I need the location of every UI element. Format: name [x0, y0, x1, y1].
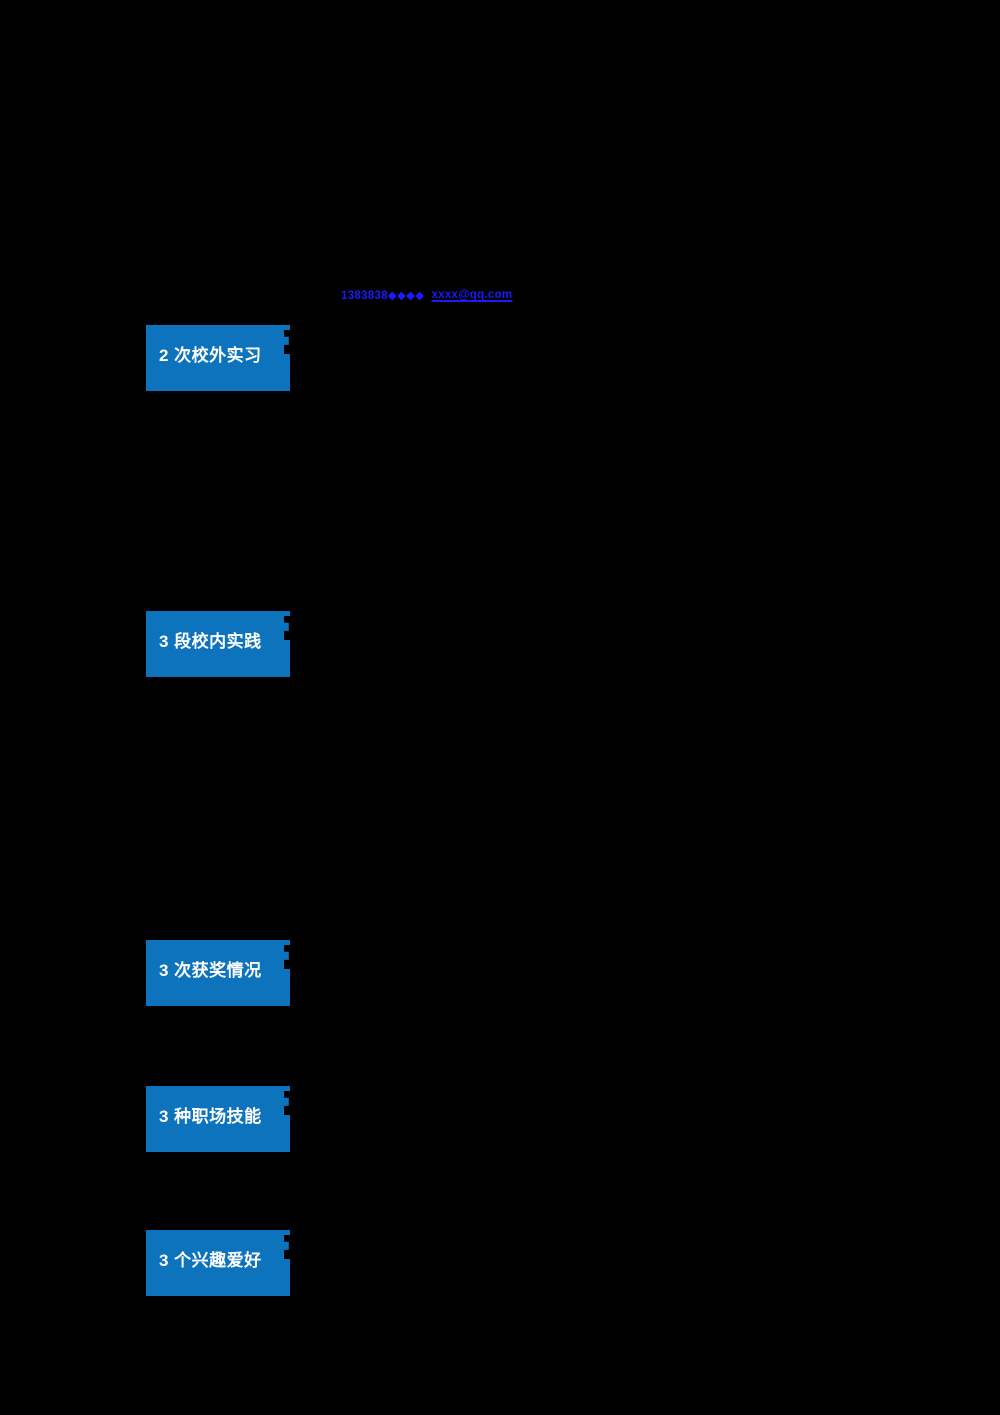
corner-notch-icon	[284, 1235, 300, 1259]
corner-notch-icon	[284, 1091, 300, 1115]
masked-phone-text: 1383838◆◆◆◆	[341, 290, 425, 302]
section-badge-school-practice: 3 段校内实践	[141, 604, 300, 677]
email-link[interactable]: xxxx@qq.com	[431, 289, 513, 301]
contact-line: 1383838◆◆◆◆ xxxx@qq.com	[341, 286, 512, 304]
badge-label: 3 次获奖情况	[159, 961, 262, 980]
badge-label: 3 段校内实践	[159, 632, 262, 651]
badge-label: 2 次校外实习	[159, 346, 262, 365]
section-badge-workplace-skills: 3 种职场技能	[141, 1079, 300, 1152]
corner-notch-icon	[284, 616, 300, 640]
badge-label: 3 种职场技能	[159, 1107, 262, 1126]
badge-label: 3 个兴趣爱好	[159, 1251, 262, 1270]
section-badge-external-internships: 2 次校外实习	[141, 318, 300, 391]
corner-notch-icon	[284, 330, 300, 354]
corner-notch-icon	[284, 945, 300, 969]
section-badge-awards: 3 次获奖情况	[141, 933, 300, 1006]
section-badge-hobbies: 3 个兴趣爱好	[141, 1223, 300, 1296]
